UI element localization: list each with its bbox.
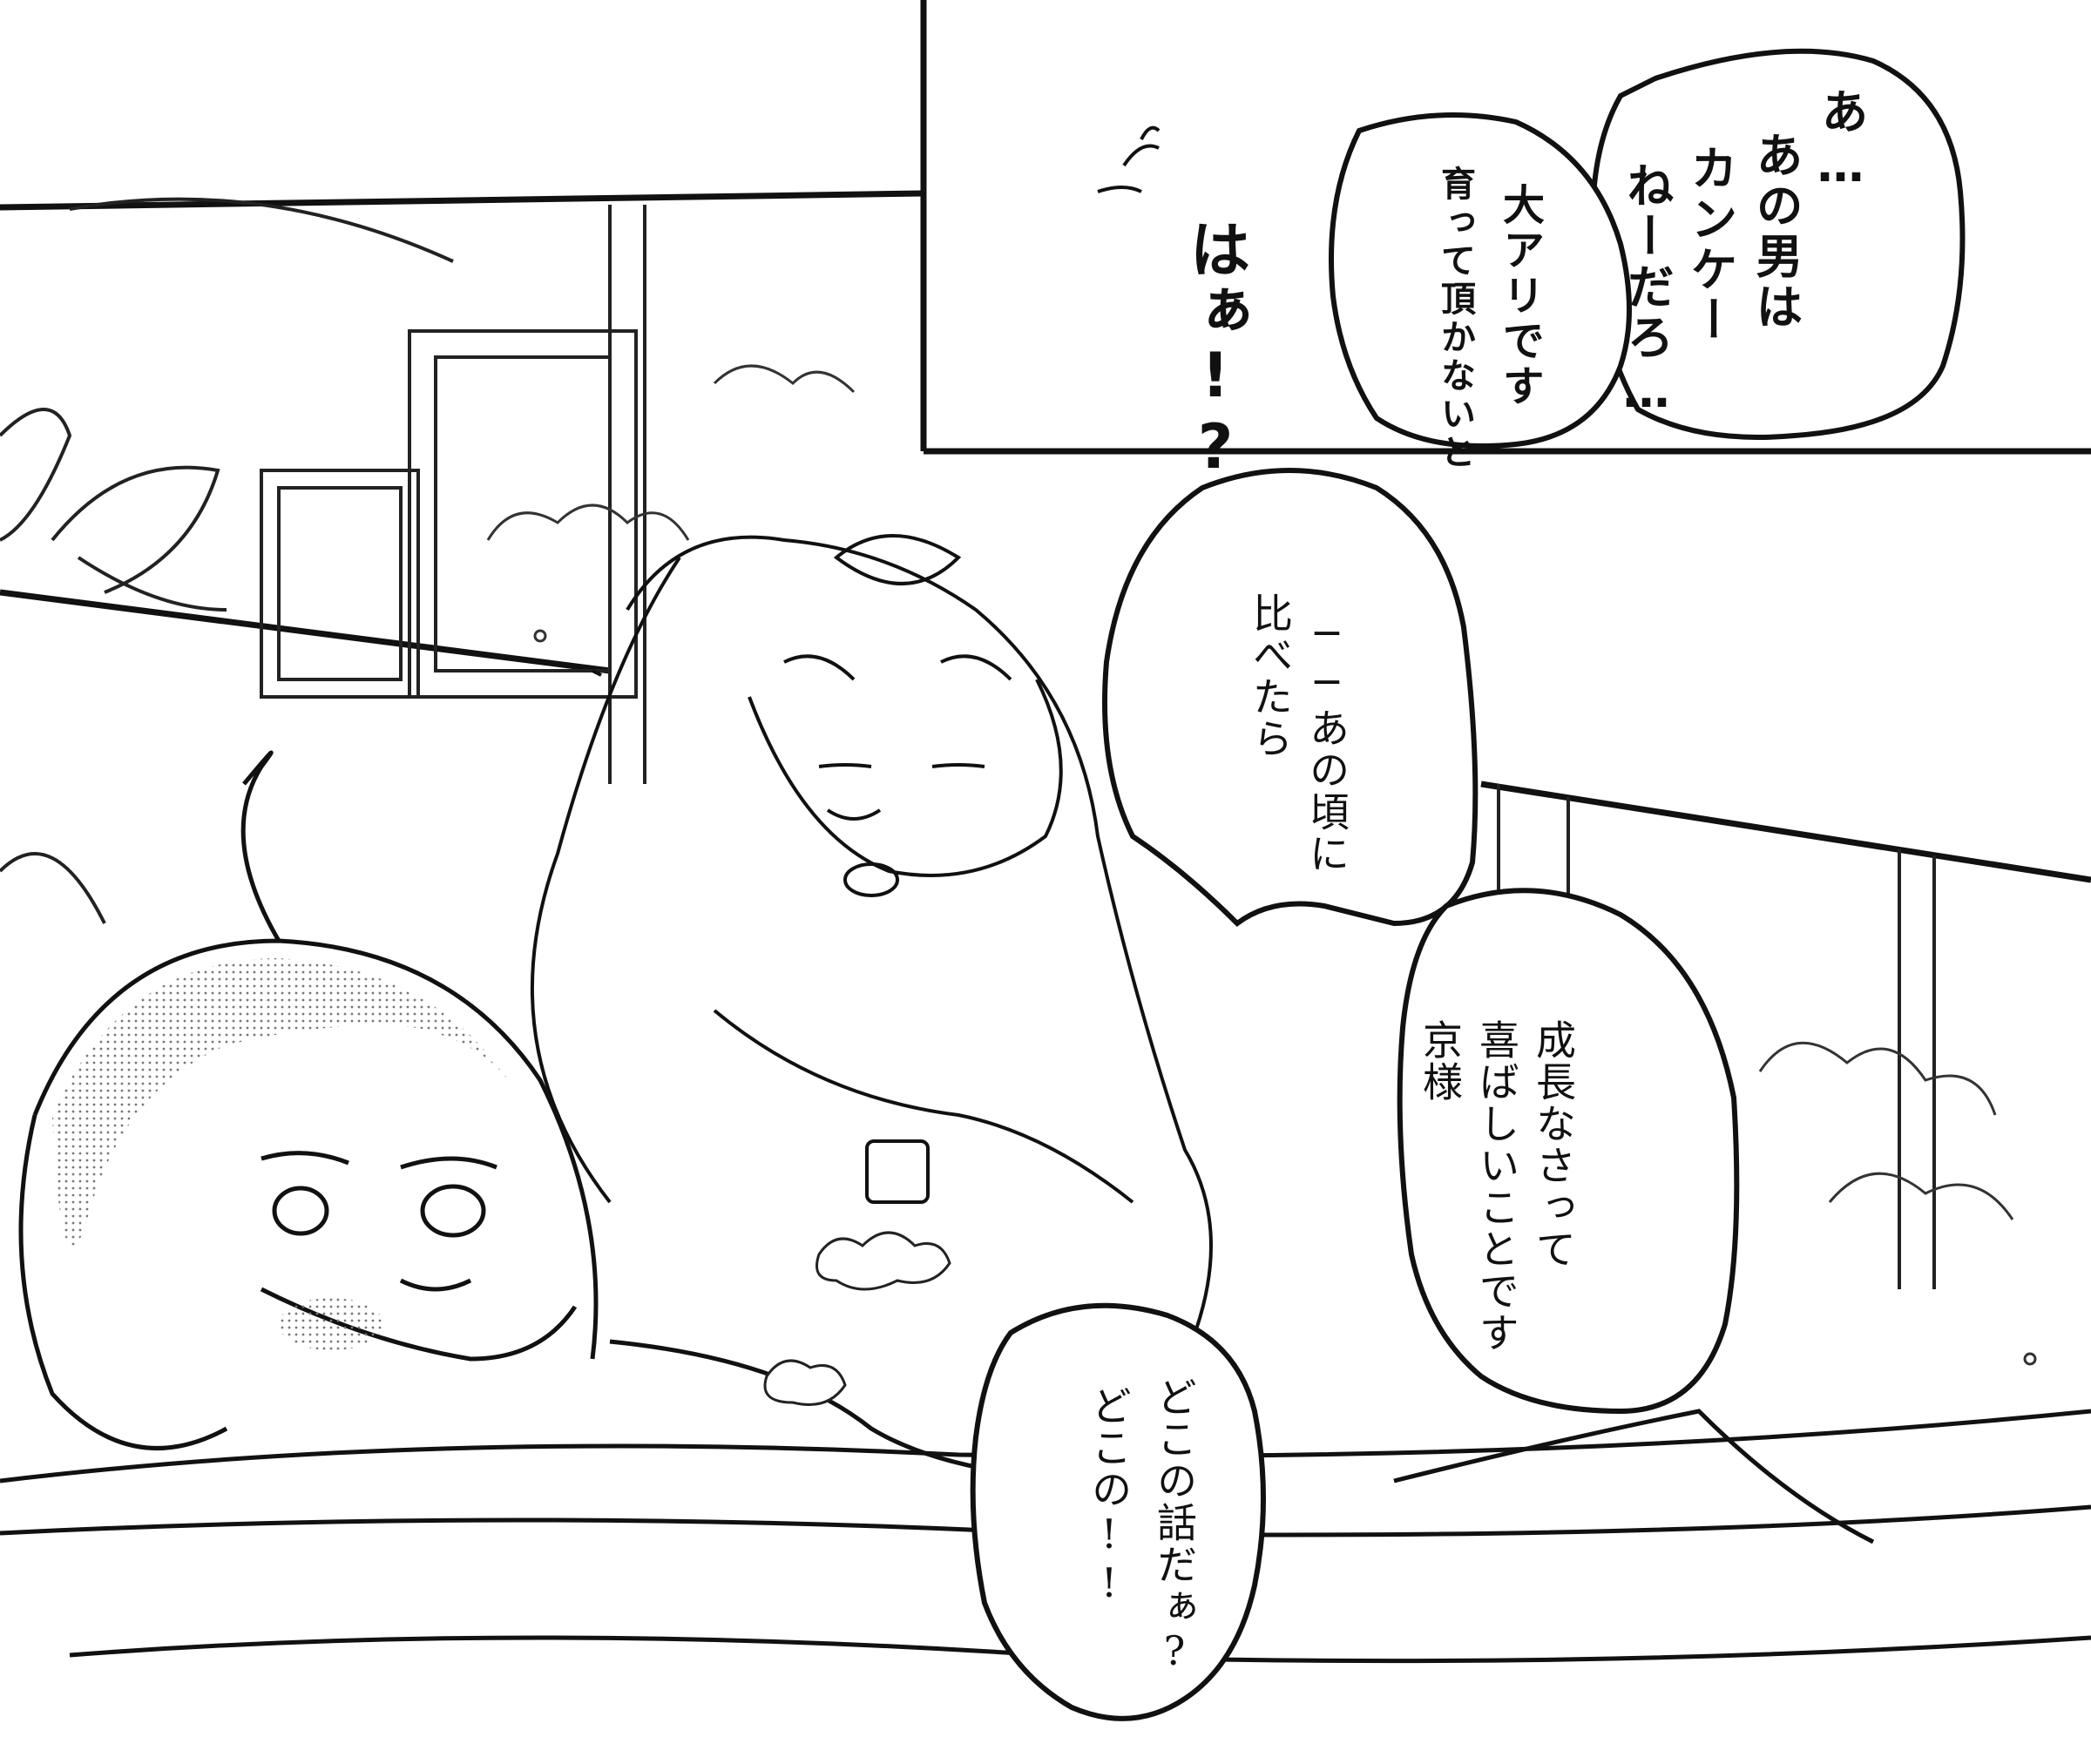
bubble-top-right-line-1: あ… [1813,87,1868,196]
maid-character [530,534,1213,1360]
plant-leaves [0,408,227,924]
bubble-top-right-line-2: あの男は [1748,131,1803,333]
bubble-right-line-1: 成長なさって [1530,1019,1577,1270]
bubble-right [1397,888,1740,1415]
bubble-top-right-line-4: ねーだろ… [1619,161,1674,422]
bubble-right-line-2: 喜ばしいことです [1473,1019,1520,1354]
sfx-haa: はぁ!? [1180,218,1251,483]
bubble-middle [1102,468,1479,927]
bubble-middle-line-1: ──あの頃に [1303,610,1350,875]
bubble-top-left-line-2: 育って頂かないと [1435,166,1475,472]
bubble-bottom-line-2: どこの!! [1086,1385,1133,1608]
sfx-strokes [592,125,1161,677]
bubble-top-left-line-1: 大アリです [1495,183,1544,409]
bubble-right-line-3: 京様 [1417,1019,1464,1103]
bubble-top-right-line-3: カンケー [1682,144,1737,346]
steam [486,364,2037,1366]
panel-borders [0,0,2091,883]
hair-tone [52,958,514,1247]
soap-foam [763,1231,951,1406]
bubble-top-left [1329,112,1632,449]
bubble-bottom [970,1302,1266,1721]
bubble-middle-line-2: 比べたら [1247,592,1294,760]
bubble-bottom-line-1: どこの話だぁ? [1151,1376,1198,1676]
speech-bubbles [970,48,1966,1721]
blush-tone [279,1298,383,1350]
